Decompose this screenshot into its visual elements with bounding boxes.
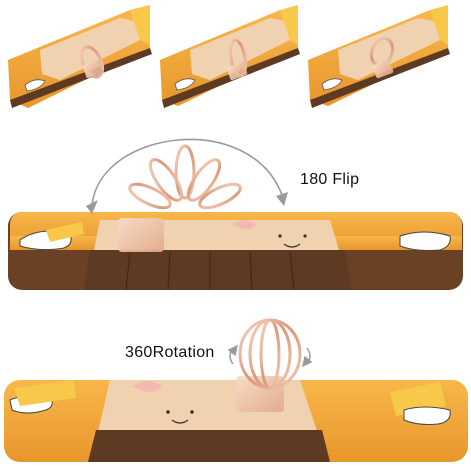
rotation-arrows-icon bbox=[227, 344, 313, 368]
flip-demo-phone bbox=[8, 212, 463, 291]
rotating-ring-icon bbox=[238, 318, 302, 390]
rotation-label: 360Rotation bbox=[125, 344, 215, 361]
flipping-ring-icon bbox=[128, 144, 242, 210]
rotation-demo-phone bbox=[4, 376, 468, 462]
curved-double-arrow-icon bbox=[86, 138, 288, 214]
flip-label: 180 Flip bbox=[300, 171, 360, 188]
angled-phone-view-3 bbox=[308, 5, 450, 108]
angled-phone-view-1 bbox=[8, 5, 152, 108]
angled-phone-view-2 bbox=[160, 5, 300, 108]
